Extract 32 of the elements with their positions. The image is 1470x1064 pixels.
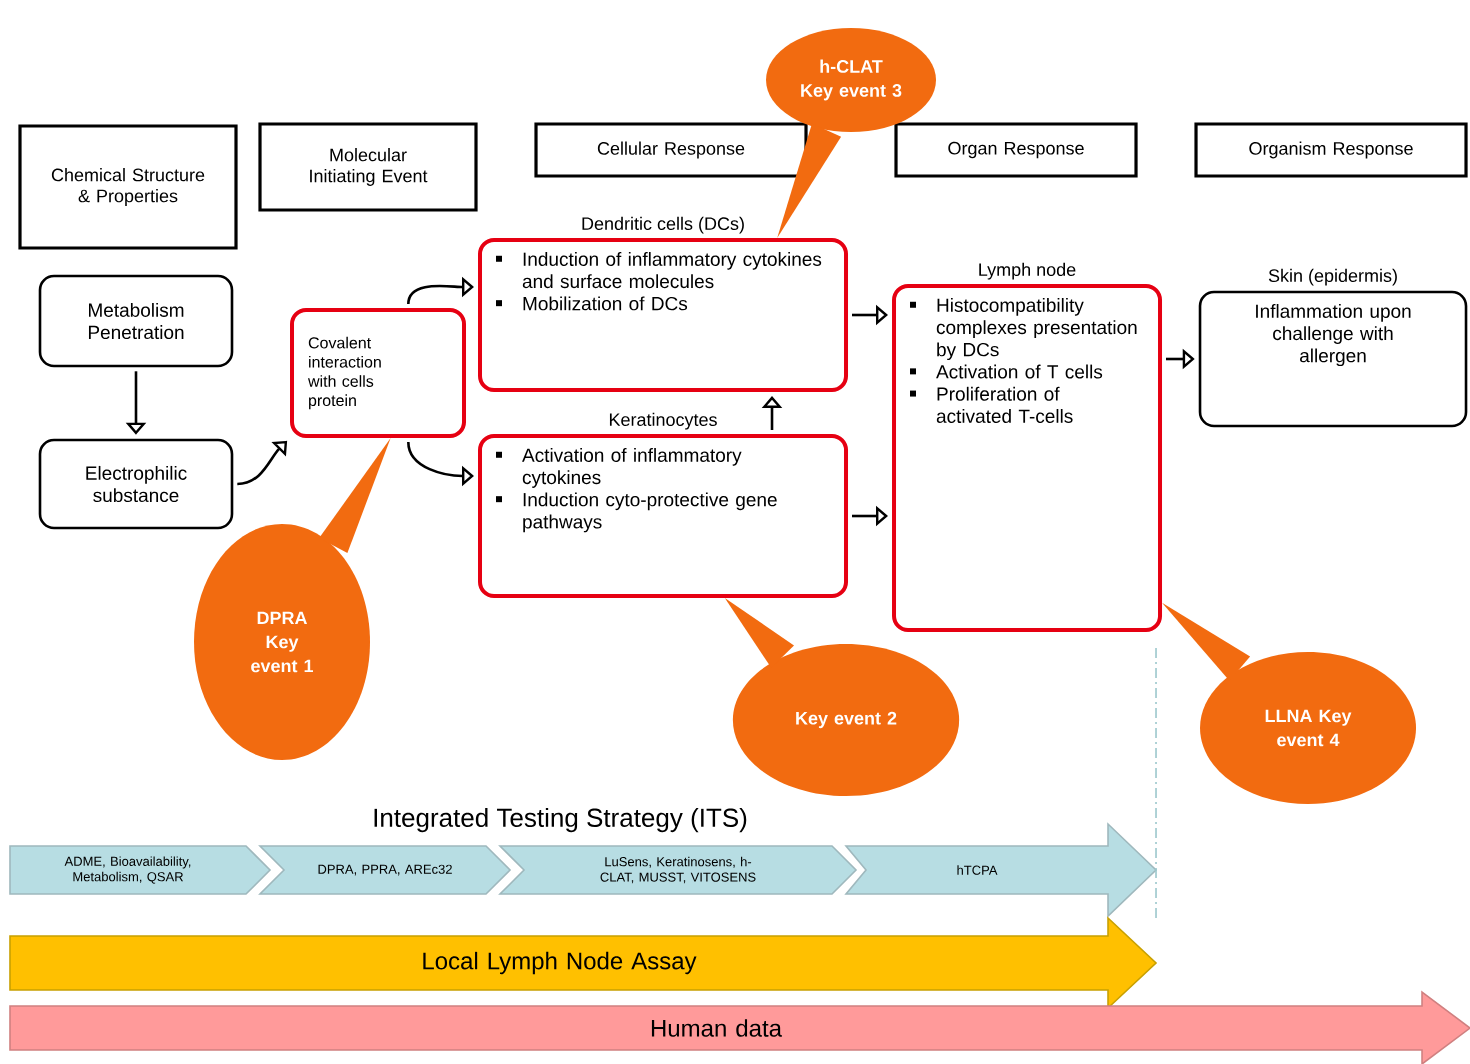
process-box: Metabolism Penetration bbox=[38, 274, 234, 368]
callout-pointer bbox=[1162, 602, 1251, 681]
list-item: Activation of T cells bbox=[910, 364, 1103, 379]
arrow bbox=[237, 440, 288, 486]
process-box: Covalent interaction with cells protein bbox=[290, 308, 466, 438]
heading-text: Skin (epidermis) bbox=[1268, 268, 1397, 286]
section-heading: Integrated Testing Strategy (ITS) bbox=[374, 807, 747, 833]
arrow bbox=[407, 276, 474, 305]
heading-text: Keratinocytes bbox=[609, 412, 717, 430]
list-item: Proliferation of activated T-cells bbox=[910, 386, 1073, 423]
process-box: Inflammation upon challenge with allergen bbox=[1198, 290, 1468, 428]
header-box: Chemical Structure & Properties bbox=[18, 124, 238, 250]
callout-pointer bbox=[319, 438, 391, 554]
heading-text: Lymph node bbox=[979, 262, 1076, 280]
arrow-band: Human data bbox=[9, 990, 1470, 1064]
list-item: Mobilization of DCs bbox=[496, 296, 688, 311]
header-box: Organ Response bbox=[894, 122, 1138, 178]
header-box: Molecular Initiating Event bbox=[258, 122, 478, 212]
process-box: Electrophilic substance bbox=[38, 438, 234, 530]
callout-bubble: DPRA Key event 1 bbox=[194, 524, 370, 760]
list-item: Histocompatibility complexes presentation by DCs bbox=[910, 298, 1137, 361]
arrow-band: Local Lymph Node Assay bbox=[9, 916, 1158, 1010]
callout-bubble: Key event 2 bbox=[732, 644, 960, 796]
list-item: Activation of inflammatory cytokines bbox=[496, 448, 742, 488]
list-item: Induction cyto-protective gene pathways bbox=[496, 492, 777, 533]
list-item: Induction of inflammatory cytokines and surface molecules bbox=[496, 252, 822, 289]
callout-pointer bbox=[777, 123, 842, 238]
callout-bubble: LLNA Key event 4 bbox=[1200, 652, 1416, 804]
header-box: Cellular Response bbox=[534, 122, 808, 178]
header-box: Organism Response bbox=[1194, 122, 1468, 178]
heading-text: Dendritic cells (DCs) bbox=[582, 216, 744, 234]
callout-pointer bbox=[724, 598, 794, 668]
